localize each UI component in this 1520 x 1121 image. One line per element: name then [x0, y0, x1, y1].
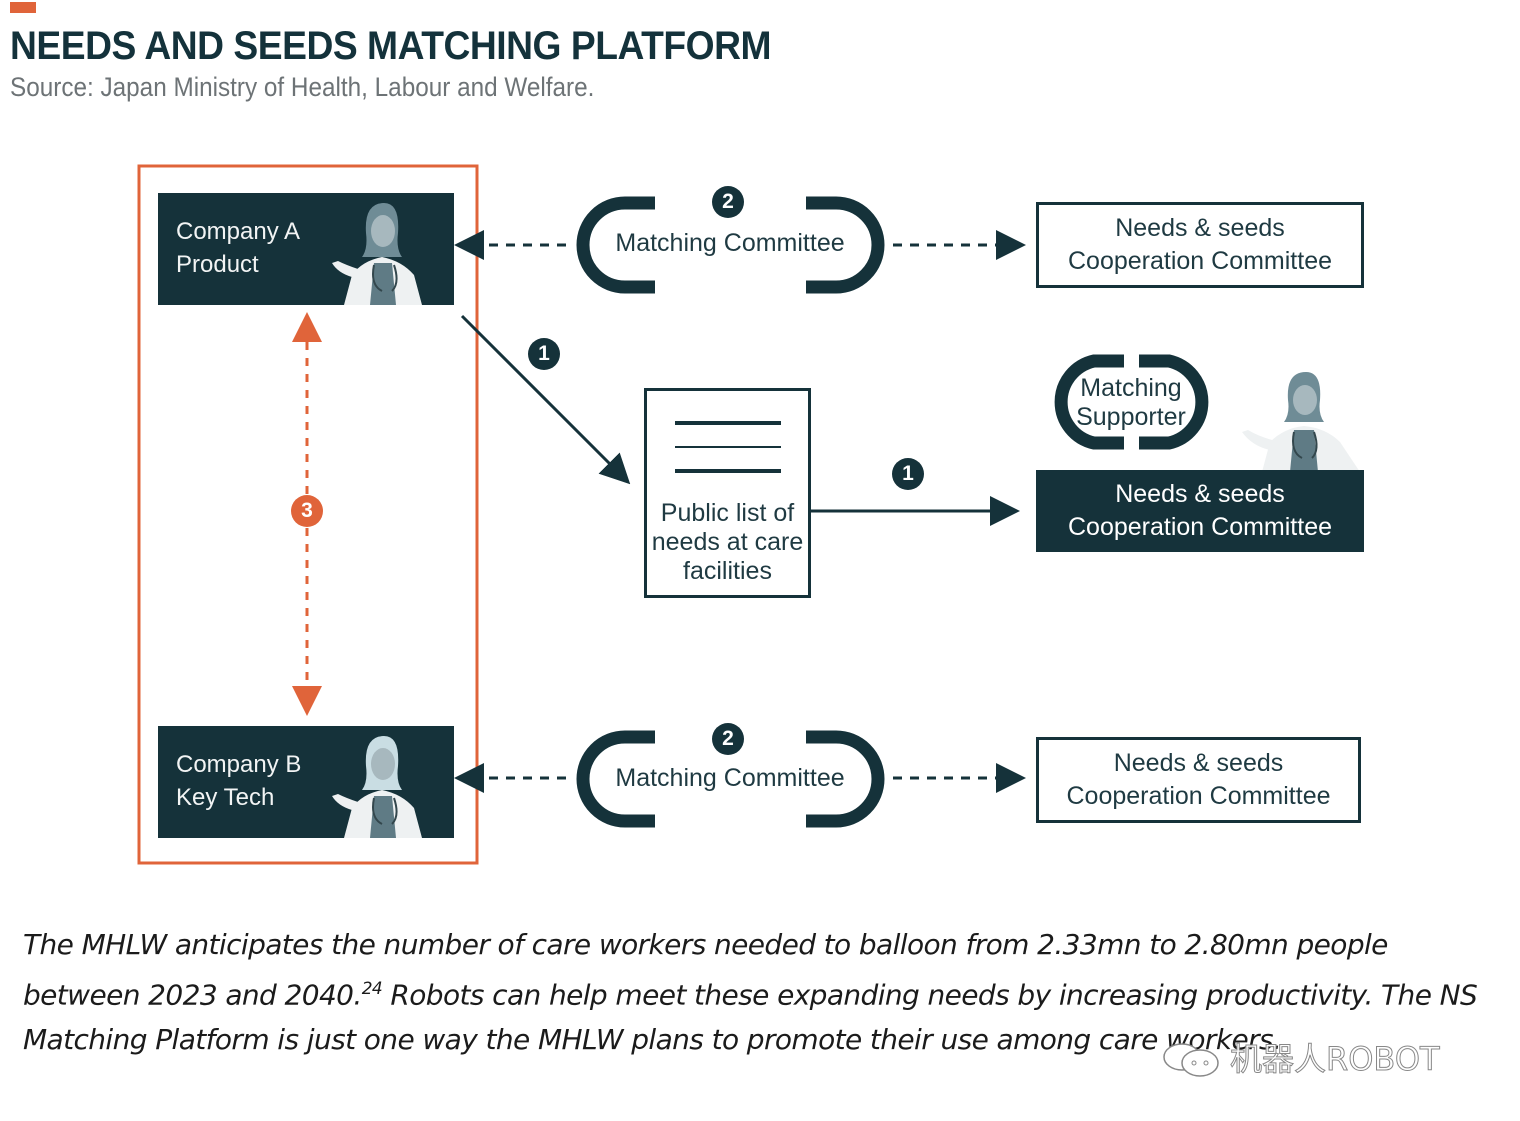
step-1-badge-diagonal: 1: [528, 338, 560, 370]
matching-supporter-bracket: [1054, 354, 1209, 450]
coop-committee-center: Needs & seeds Cooperation Committee: [1036, 470, 1364, 552]
page-title: NEEDS AND SEEDS MATCHING PLATFORM: [10, 24, 772, 68]
watermark-text: 机器人ROBOT: [1230, 1040, 1441, 1079]
arrow-company-a-to-list: [460, 314, 631, 485]
company-a-box: Company A Product: [158, 193, 454, 305]
document-line-icon: [675, 446, 781, 448]
company-a-label: Company A Product: [176, 218, 301, 278]
doctor-icon: [332, 203, 422, 305]
coop-committee-bottom: Needs & seeds Cooperation Committee: [1036, 737, 1361, 823]
company-group-frame: [137, 164, 479, 865]
footnote-ref: 24: [361, 979, 383, 999]
step-2-badge-top: 2: [712, 186, 744, 218]
body-text-part2: Robots can help meet these expanding nee…: [23, 978, 1478, 1057]
matching-committee-top-label: Matching Committee: [615, 229, 845, 257]
accent-bar: [10, 2, 36, 13]
step-2-badge-bottom: 2: [712, 723, 744, 755]
matching-committee-bracket-bottom: [576, 730, 885, 828]
step-3-badge: 3: [291, 495, 323, 527]
doctor-icon: [332, 736, 422, 838]
doctor-icon: [1242, 372, 1360, 472]
document-line-icon: [675, 421, 781, 425]
matching-supporter-label: Matching Supporter: [1076, 374, 1186, 431]
public-list-document: Public list of needs at care facilities: [644, 388, 811, 598]
matching-committee-bottom-label: Matching Committee: [615, 764, 845, 792]
company-b-box: Company B Key Tech: [158, 726, 454, 838]
body-text-part1: The MHLW anticipates the number of care …: [23, 928, 1388, 1012]
public-list-label: Public list of needs at care facilities: [651, 499, 804, 585]
matching-committee-bracket-top: [576, 196, 885, 294]
source-caption: Source: Japan Ministry of Health, Labour…: [10, 72, 595, 102]
diagram-connectors: [137, 164, 1209, 865]
step-1-badge-horizontal: 1: [892, 458, 924, 490]
wechat-icon: [1163, 1043, 1219, 1077]
document-line-icon: [675, 469, 781, 473]
company-b-label: Company B Key Tech: [176, 751, 302, 811]
watermark: 机器人ROBOT: [1160, 1034, 1440, 1081]
coop-committee-top: Needs & seeds Cooperation Committee: [1036, 202, 1364, 288]
body-paragraph: The MHLW anticipates the number of care …: [23, 922, 1493, 1062]
